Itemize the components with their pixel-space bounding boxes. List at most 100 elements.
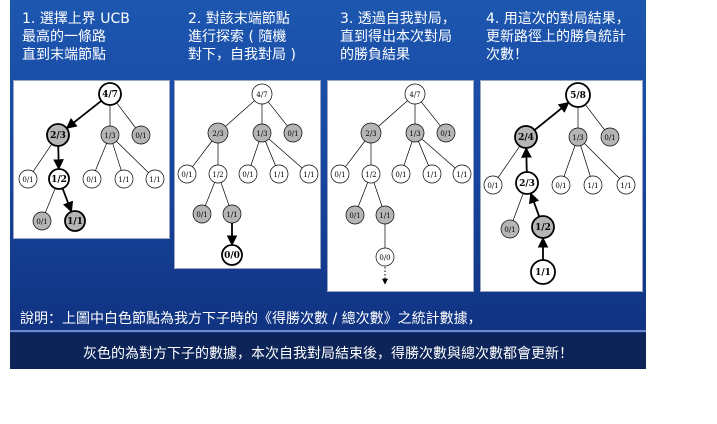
node-label: 4/7 xyxy=(102,90,118,100)
node-label: 0/1 xyxy=(135,132,146,140)
tree-edge xyxy=(580,145,591,177)
node-label: 2/3 xyxy=(212,130,223,138)
tree-node: 1/3 xyxy=(568,127,588,147)
path-arrow xyxy=(533,101,570,131)
tree-edge xyxy=(512,193,524,221)
tree-edge xyxy=(205,182,215,206)
node-label: 2/3 xyxy=(50,131,66,141)
step-1-text: 1. 選擇上界 UCB 最高的一條路 直到末端節點 xyxy=(22,11,130,63)
tree-node: 0/1 xyxy=(500,219,520,239)
tree-node: 0/1 xyxy=(18,169,38,189)
node-label: 0/1 xyxy=(242,171,253,179)
tree-node: 2/3 xyxy=(515,171,539,195)
tree-edge xyxy=(32,143,53,172)
tree-node: 1/1 xyxy=(422,164,442,184)
tree-node: 0/1 xyxy=(483,175,503,195)
node-label: 1/1 xyxy=(620,182,631,190)
tree-node: 5/8 xyxy=(565,82,591,108)
node-label: 1/3 xyxy=(409,130,420,138)
tree-node: 0/1 xyxy=(283,123,303,143)
node-label: 1/1 xyxy=(273,171,284,179)
tree-edge xyxy=(116,141,149,173)
tree-node: 2/3 xyxy=(207,122,229,144)
tree-diagram-4: 5/8 2/4 1/3 0/1 0/1 2/3 0/1 1/1 1/1 0/1 1/2 1/1 xyxy=(483,82,636,285)
caption-bar xyxy=(10,333,646,369)
node-label: 1/2 xyxy=(365,171,376,179)
node-label: 1/2 xyxy=(535,223,551,233)
tree-node: 0/1 xyxy=(436,123,456,143)
tree-node: 1/3 xyxy=(405,123,425,143)
node-label: 1/2 xyxy=(51,175,67,185)
tree-node: 1/1 xyxy=(530,259,556,285)
path-arrow xyxy=(521,146,532,173)
tree-node: 1/1 xyxy=(616,175,636,195)
tree-node: 0/1 xyxy=(131,125,151,145)
tree-node: 1/1 xyxy=(64,210,86,232)
tree-edge xyxy=(345,140,366,168)
tree-node: 1/3 xyxy=(252,123,272,143)
node-label: 0/1 xyxy=(604,134,615,142)
tree-edge xyxy=(421,138,456,169)
tree-node: 1/1 xyxy=(375,205,395,225)
node-label: 0/1 xyxy=(487,182,498,190)
tree-edge xyxy=(225,100,255,127)
node-label: 0/1 xyxy=(181,171,192,179)
path-arrow xyxy=(65,100,102,129)
tree-edge xyxy=(403,141,413,166)
node-label: 0/1 xyxy=(440,130,451,138)
step-3-text: 3. 透過自我對局， 直到得出本次對局 的勝負結果 xyxy=(340,11,456,63)
node-label: 4/7 xyxy=(409,91,420,99)
tree-node: 1/2 xyxy=(208,164,228,184)
node-label: 0/1 xyxy=(287,130,298,138)
node-label: 1/3 xyxy=(572,134,583,142)
tree-edge xyxy=(357,182,369,207)
tree-edge xyxy=(267,101,288,127)
tree-node: 1/2 xyxy=(361,164,381,184)
node-label: 1/1 xyxy=(226,211,237,219)
tree-edge xyxy=(378,100,408,127)
step-2-text: 2. 對該末端節點 進行探索 ( 隨機 對下，自我對局 ) xyxy=(188,11,296,63)
tree-node: 0/1 xyxy=(391,164,411,184)
tree-node: 2/4 xyxy=(514,125,538,149)
path-arrow xyxy=(61,188,74,213)
tree-panel-3: 4/7 2/3 1/3 0/1 0/1 1/2 0/1 1/1 1/1 0/1 1/1 0/0 xyxy=(327,80,474,292)
tree-node: 4/7 xyxy=(404,83,426,105)
node-label: 2/3 xyxy=(519,179,535,189)
tree-node: 2/3 xyxy=(360,122,382,144)
tree-diagram-2: 4/7 2/3 1/3 0/1 0/1 1/2 0/1 1/1 1/1 0/1 1/1 0/0 xyxy=(177,83,319,266)
tree-node: 0/0 xyxy=(221,244,243,266)
node-label: 0/1 xyxy=(36,218,47,226)
node-label: 1/1 xyxy=(379,212,390,220)
tree-edge xyxy=(250,141,260,166)
node-label: 1/1 xyxy=(535,268,551,278)
node-label: 0/1 xyxy=(334,171,345,179)
tree-edge xyxy=(192,140,213,168)
node-label: 0/1 xyxy=(349,212,360,220)
tree-panel-2: 4/7 2/3 1/3 0/1 0/1 1/2 0/1 1/1 1/1 0/1 1/1 0/0 xyxy=(174,80,321,269)
node-label: 4/7 xyxy=(256,91,267,99)
node-label: 1/1 xyxy=(67,217,83,227)
tree-node: 0/1 xyxy=(82,169,102,189)
tree-node: 0/1 xyxy=(551,175,571,195)
node-label: 0/1 xyxy=(196,211,207,219)
node-label: 0/1 xyxy=(395,171,406,179)
tree-node: 2/3 xyxy=(46,123,70,147)
tree-node: 0/1 xyxy=(32,211,52,231)
node-label: 1/1 xyxy=(149,176,160,184)
tree-edge xyxy=(563,145,576,177)
tree-node: 1/1 xyxy=(452,164,472,184)
node-label: 5/8 xyxy=(570,91,586,101)
tree-diagram-3: 4/7 2/3 1/3 0/1 0/1 1/2 0/1 1/1 1/1 0/1 1/1 0/0 xyxy=(330,83,472,285)
tree-node: 1/1 xyxy=(583,175,603,195)
tree-node: 1/3 xyxy=(100,125,120,145)
tree-node: 1/2 xyxy=(48,168,70,190)
tree-node: 1/1 xyxy=(269,164,289,184)
tree-edge xyxy=(95,143,107,171)
tree-node: 1/1 xyxy=(299,164,319,184)
tree-node: 0/0 xyxy=(375,247,395,267)
node-label: 0/1 xyxy=(504,226,515,234)
node-label: 2/4 xyxy=(518,133,534,143)
tree-edge xyxy=(584,104,605,131)
